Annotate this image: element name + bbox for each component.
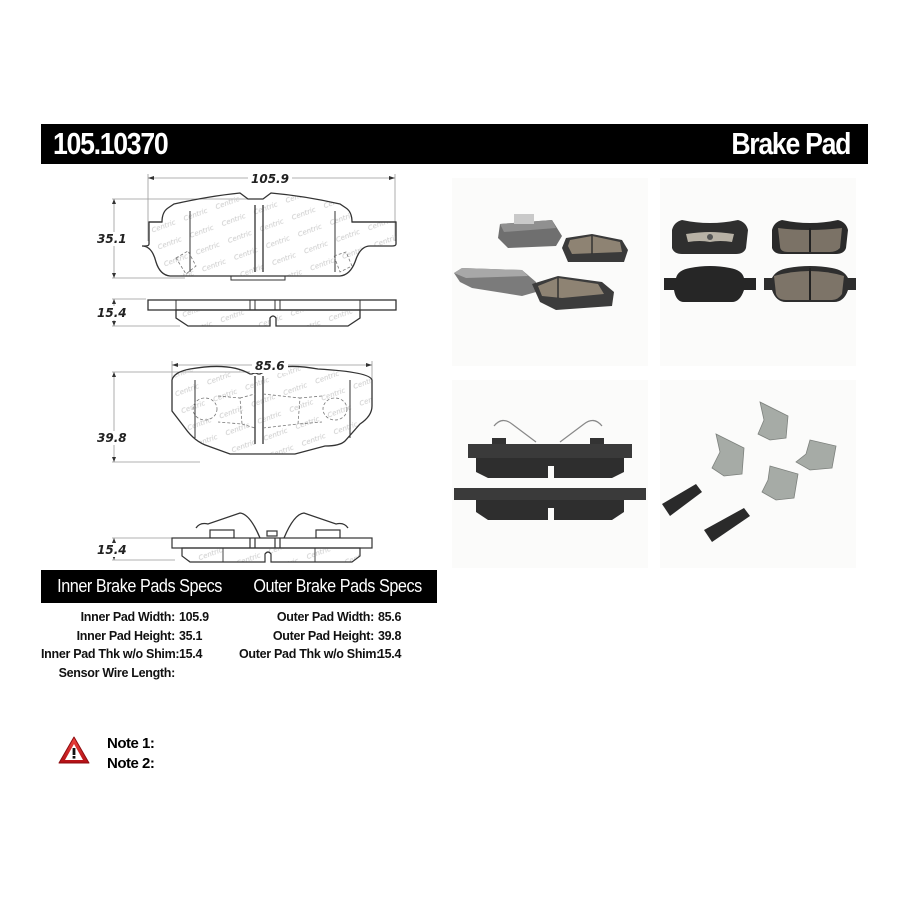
photo-hardware-clips-kit[interactable]: [660, 380, 856, 568]
spec-label: Inner Pad Width:: [80, 610, 176, 625]
part-number: 105.10370: [53, 126, 169, 161]
warning-triangle-icon: [58, 736, 90, 764]
product-category: Brake Pad: [731, 126, 851, 161]
note-label: Note 2:: [107, 755, 155, 772]
spec-row: Sensor Wire Length:: [41, 664, 239, 683]
photo-pads-side-view[interactable]: [452, 380, 648, 568]
title-bar: 105.10370 Brake Pad: [41, 124, 868, 164]
spec-value: 85.6: [378, 610, 402, 625]
outer-specs-column: Outer Pad Width: 85.6 Outer Pad Height: …: [239, 608, 437, 682]
spec-row: Inner Pad Width: 105.9: [41, 608, 239, 627]
photo-pads-angled-view[interactable]: [452, 178, 648, 366]
inner-pad-width-dimension: 105.9: [248, 172, 292, 186]
spec-row: Inner Pad Thk w/o Shim: 15.4: [41, 645, 239, 664]
spec-value: 35.1: [179, 628, 203, 643]
spec-value: 39.8: [378, 628, 402, 643]
photo-pads-front-back-view[interactable]: [660, 178, 856, 366]
spec-label: Inner Pad Height:: [76, 628, 176, 643]
specs-table: Inner Brake Pads Specs Outer Brake Pads …: [41, 570, 437, 682]
inner-specs-column: Inner Pad Width: 105.9 Inner Pad Height:…: [41, 608, 239, 682]
spec-row: Outer Pad Height: 39.8: [239, 627, 437, 646]
product-photo-grid: [452, 178, 856, 568]
inner-pad-height-dimension: 35.1: [94, 232, 130, 246]
outer-specs-title: Outer Brake Pads Specs: [253, 576, 423, 596]
spec-label: Inner Pad Thk w/o Shim:: [41, 647, 180, 662]
note-1: Note 1:: [107, 734, 307, 754]
spec-label: Outer Pad Height:: [272, 628, 374, 643]
outer-pad-height-dimension: 39.8: [94, 431, 130, 445]
spec-label: Outer Pad Thk w/o Shim:: [239, 647, 381, 662]
spec-value: 15.4: [378, 647, 402, 662]
pad-dimension-drawing: Centric: [112, 174, 397, 563]
inner-pad-thickness-dimension: 15.4: [94, 306, 130, 320]
spec-value: 105.9: [179, 610, 209, 625]
inner-specs-title: Inner Brake Pads Specs: [57, 576, 223, 596]
note-label: Note 1:: [107, 735, 155, 752]
outer-pad-thickness-dimension: 15.4: [94, 543, 130, 557]
specs-header: Inner Brake Pads Specs Outer Brake Pads …: [41, 570, 437, 603]
spec-label: Outer Pad Width:: [276, 610, 374, 625]
spec-value: 15.4: [179, 647, 203, 662]
note-2: Note 2:: [107, 754, 307, 774]
technical-drawing: Centric: [90, 166, 420, 566]
spec-row: Outer Pad Width: 85.6: [239, 608, 437, 627]
outer-pad-width-dimension: 85.6: [252, 359, 288, 373]
spec-row: Inner Pad Height: 35.1: [41, 627, 239, 646]
spec-label: Sensor Wire Length:: [58, 665, 176, 680]
spec-row: Outer Pad Thk w/o Shim: 15.4: [239, 645, 437, 664]
